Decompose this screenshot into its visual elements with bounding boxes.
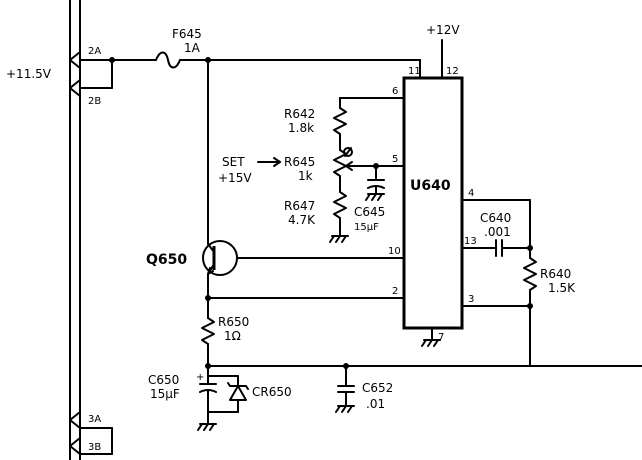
junction-dot (343, 363, 349, 369)
r645-ref-label: R645 (284, 155, 315, 169)
c652-value-label: .01 (366, 397, 385, 411)
ic-pin-label: 5 (392, 154, 398, 165)
ic-pin-label: 7 (438, 332, 444, 343)
r642-value-label: 1.8k (288, 121, 314, 135)
fuse-value-label: 1A (184, 41, 201, 55)
c640-value-label: .001 (484, 225, 511, 239)
vcc-label: +12V (426, 23, 460, 37)
connector-pin-label: 3A (88, 414, 101, 425)
set-value-label: +15V (218, 171, 252, 185)
connector-2a-symbol (69, 51, 81, 69)
c650-ref-label: C650 (148, 373, 179, 387)
r650-value-label: 1Ω (224, 329, 241, 343)
r650-ref-label: R650 (218, 315, 249, 329)
resistor-r647-symbol (333, 191, 347, 219)
set-label: SET (222, 155, 245, 169)
transistor-q650-collector (207, 243, 215, 253)
c645-ref-label: C645 (354, 205, 385, 219)
set-arrow-head (273, 157, 281, 167)
r645-value-label: 1k (298, 169, 313, 183)
ic-pin-label: 10 (388, 246, 401, 257)
ic-pin-label: 3 (468, 294, 474, 305)
connector-3b-symbol (69, 437, 81, 455)
ic-pin-label: 12 (446, 66, 459, 77)
ic-pin-label: 11 (408, 66, 421, 77)
zener-cr650-symbol (229, 385, 247, 401)
ic-pin-label: 4 (468, 188, 474, 199)
c650-polarity-label: + (196, 372, 204, 383)
resistor-r642-symbol (333, 107, 347, 135)
c640-ref-label: C640 (480, 211, 511, 225)
fuse-ref-label: F645 (172, 27, 202, 41)
r647-ref-label: R647 (284, 199, 315, 213)
transistor-q650-symbol (202, 240, 238, 276)
c652-ref-label: C652 (362, 381, 393, 395)
ic-pin-label: 13 (464, 236, 477, 247)
resistor-r640-symbol (523, 257, 537, 291)
adjust-marker-icon (343, 147, 353, 157)
ground-icon (197, 423, 217, 431)
supply-rail-label: +11.5V (6, 67, 52, 81)
junction-dot (527, 245, 533, 251)
connector-2b-symbol (69, 79, 81, 97)
adjust-marker-slash (344, 147, 352, 157)
ic-pin-label: 2 (392, 286, 398, 297)
resistor-r650-symbol (201, 317, 215, 345)
c650-value-label: 15µF (150, 387, 180, 401)
r647-value-label: 4.7K (288, 213, 316, 227)
ground-icon (329, 235, 349, 243)
ic-ref-label: U640 (410, 178, 451, 194)
q650-ref-label: Q650 (146, 252, 187, 268)
r640-value-label: 1.5K (548, 281, 576, 295)
ic-pin-label: 6 (392, 86, 398, 97)
connector-pin-label: 2A (88, 46, 101, 57)
ground-icon (335, 405, 355, 413)
ground-icon (421, 339, 441, 347)
wiper-arrow (345, 161, 353, 171)
ground-icon (365, 193, 385, 201)
r642-ref-label: R642 (284, 107, 315, 121)
connector-3a-symbol (69, 411, 81, 429)
connector-pin-label: 2B (88, 96, 101, 107)
cr650-ref-label: CR650 (252, 385, 292, 399)
r640-ref-label: R640 (540, 267, 571, 281)
ic-u640-body (402, 76, 464, 330)
junction-dot (527, 303, 533, 309)
fuse-f645-symbol (155, 51, 181, 69)
c645-value-label: 15µF (354, 222, 379, 233)
connector-pin-label: 3B (88, 442, 101, 453)
